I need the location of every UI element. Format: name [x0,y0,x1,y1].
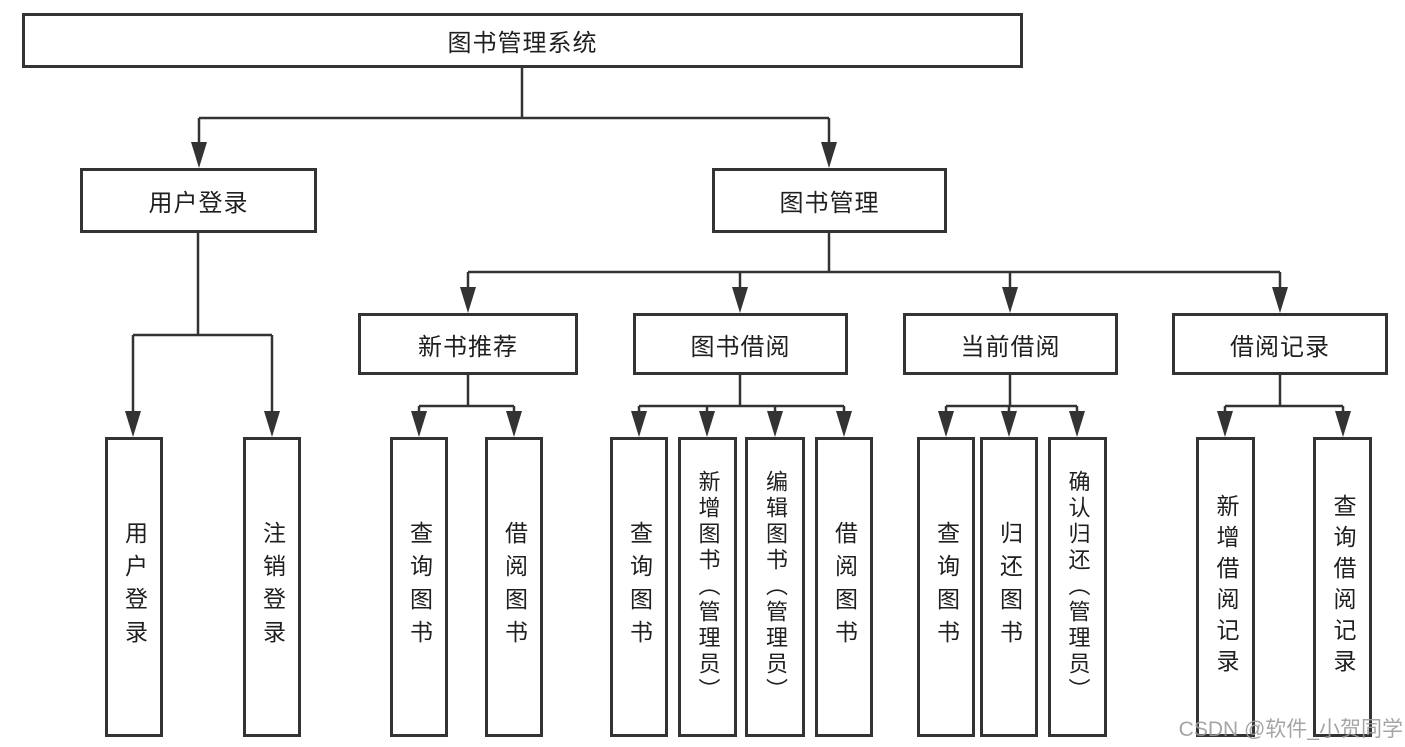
node-user-login: 用户登录 [80,168,317,233]
node-label: 注销登录 [259,521,286,653]
node-label: 编辑图书（管理员） [763,470,788,704]
node-root-system: 图书管理系统 [22,13,1023,68]
leaf-return-book: 归还图书 [980,437,1038,737]
leaf-add-book-admin: 新增图书（管理员） [678,437,737,737]
node-label: 借阅记录 [1230,333,1330,361]
node-current-borrow: 当前借阅 [903,313,1118,375]
leaf-user-login: 用户登录 [105,437,163,737]
node-label: 新增图书（管理员） [695,470,721,704]
node-label: 新增借阅记录 [1213,494,1239,680]
node-label: 图书借阅 [690,333,791,361]
node-label: 查询借阅记录 [1330,494,1356,680]
node-label: 借阅图书 [831,521,858,653]
node-label: 查询图书 [933,521,960,653]
leaf-query-current-borrow: 查询图书 [917,437,975,737]
node-label: 新书推荐 [418,333,518,361]
node-label: 查询图书 [626,521,653,653]
node-book-management: 图书管理 [712,168,947,233]
leaf-query-book-recommend: 查询图书 [390,437,448,737]
node-new-book-recommend: 新书推荐 [358,313,578,375]
node-borrow-record: 借阅记录 [1172,313,1388,375]
node-label: 借阅图书 [501,521,528,653]
arrowhead-icons [125,142,1351,437]
leaf-logout: 注销登录 [243,437,301,737]
node-label: 图书管理 [779,190,880,217]
node-label: 归还图书 [996,521,1023,653]
leaf-query-book: 查询图书 [610,437,668,737]
node-label: 图书管理系统 [447,30,598,57]
leaf-edit-book-admin: 编辑图书（管理员） [745,437,805,737]
leaf-confirm-return-admin: 确认归还（管理员） [1048,437,1107,737]
csdn-watermark: CSDN @软件_小贺同学 [1178,718,1403,741]
node-label: 当前借阅 [960,333,1061,361]
leaf-borrow-book: 借阅图书 [815,437,873,737]
node-label: 用户登录 [148,190,249,217]
node-book-borrow: 图书借阅 [633,313,848,375]
leaf-query-borrow-record: 查询借阅记录 [1313,437,1372,737]
leaf-borrow-book-recommend: 借阅图书 [485,437,543,737]
node-label: 用户登录 [121,521,148,653]
leaf-add-borrow-record: 新增借阅记录 [1196,437,1255,737]
node-label: 确认归还（管理员） [1065,470,1091,704]
node-label: 查询图书 [406,521,433,653]
